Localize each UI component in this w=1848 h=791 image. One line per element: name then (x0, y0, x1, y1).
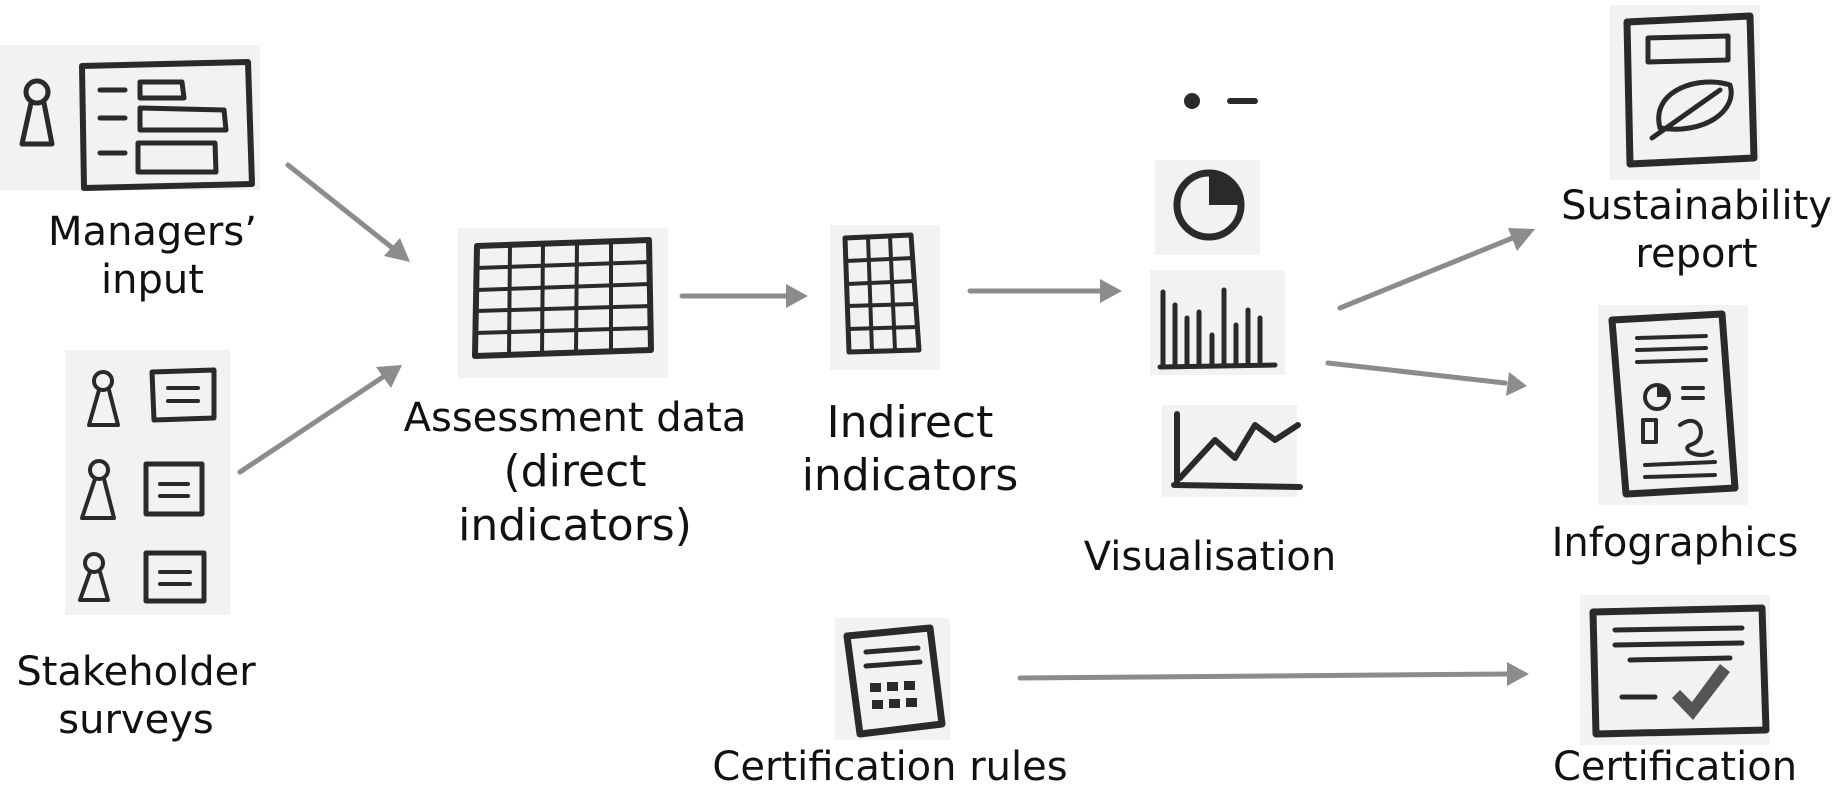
small-table-icon (830, 225, 940, 370)
arrow-visualisation-to-infographics (1325, 360, 1527, 396)
arrow-rules-to-certification (1017, 662, 1529, 686)
rulebook-icon (835, 618, 950, 740)
label-certification-text: Certification (1552, 744, 1798, 790)
certificate-check-icon (1580, 595, 1770, 745)
label-managers-input: Managers’ input (20, 208, 285, 304)
label-visualisation: Visualisation (1075, 533, 1345, 581)
label-stakeholder-surveys-line1: Stakeholder (16, 649, 256, 695)
arrow-assessment-to-indirect (679, 284, 808, 308)
label-sustainability-report-line1: Sustainability (1561, 183, 1832, 229)
label-assessment-data-line2: (direct (503, 446, 647, 497)
arrow-managers-to-assessment (285, 162, 410, 262)
label-assessment-data-line1: Assessment data (403, 395, 747, 441)
legend-icon (1184, 93, 1258, 109)
label-sustainability-report-line2: report (1635, 231, 1758, 277)
label-indirect-indicators-line1: Indirect (826, 397, 994, 448)
large-table-icon (458, 228, 668, 378)
arrow-visualisation-to-report (1337, 228, 1535, 311)
line-chart-icon (1162, 405, 1303, 497)
label-assessment-data: Assessment data (direct indicators) (395, 394, 755, 552)
pie-chart-icon (1155, 160, 1260, 255)
arrow-stakeholders-to-assessment (237, 365, 402, 475)
person-with-form-icon (0, 45, 260, 191)
label-indirect-indicators-line2: indicators (801, 449, 1019, 501)
label-assessment-data-line3: indicators) (458, 500, 692, 552)
label-sustainability-report: Sustainability report (1545, 182, 1848, 278)
label-certification: Certification (1530, 743, 1820, 791)
label-stakeholder-surveys-line2: surveys (58, 697, 214, 743)
label-certification-rules: Certification rules (690, 743, 1090, 791)
label-indirect-indicators: Indirect indicators (785, 397, 1035, 503)
label-managers-input-line1: Managers’ (48, 209, 257, 255)
label-visualisation-text: Visualisation (1083, 534, 1337, 580)
label-certification-rules-text: Certification rules (712, 744, 1068, 790)
arrow-indirect-to-visualisation (967, 279, 1122, 303)
label-managers-input-line2: input (101, 257, 204, 303)
infographic-poster-icon (1598, 305, 1748, 505)
bar-chart-icon (1150, 270, 1285, 375)
leaf-report-icon (1610, 5, 1760, 180)
label-stakeholder-surveys: Stakeholder surveys (0, 648, 272, 744)
people-with-forms-icon (65, 350, 230, 615)
label-infographics: Infographics (1535, 519, 1815, 567)
label-infographics-text: Infographics (1551, 520, 1799, 566)
